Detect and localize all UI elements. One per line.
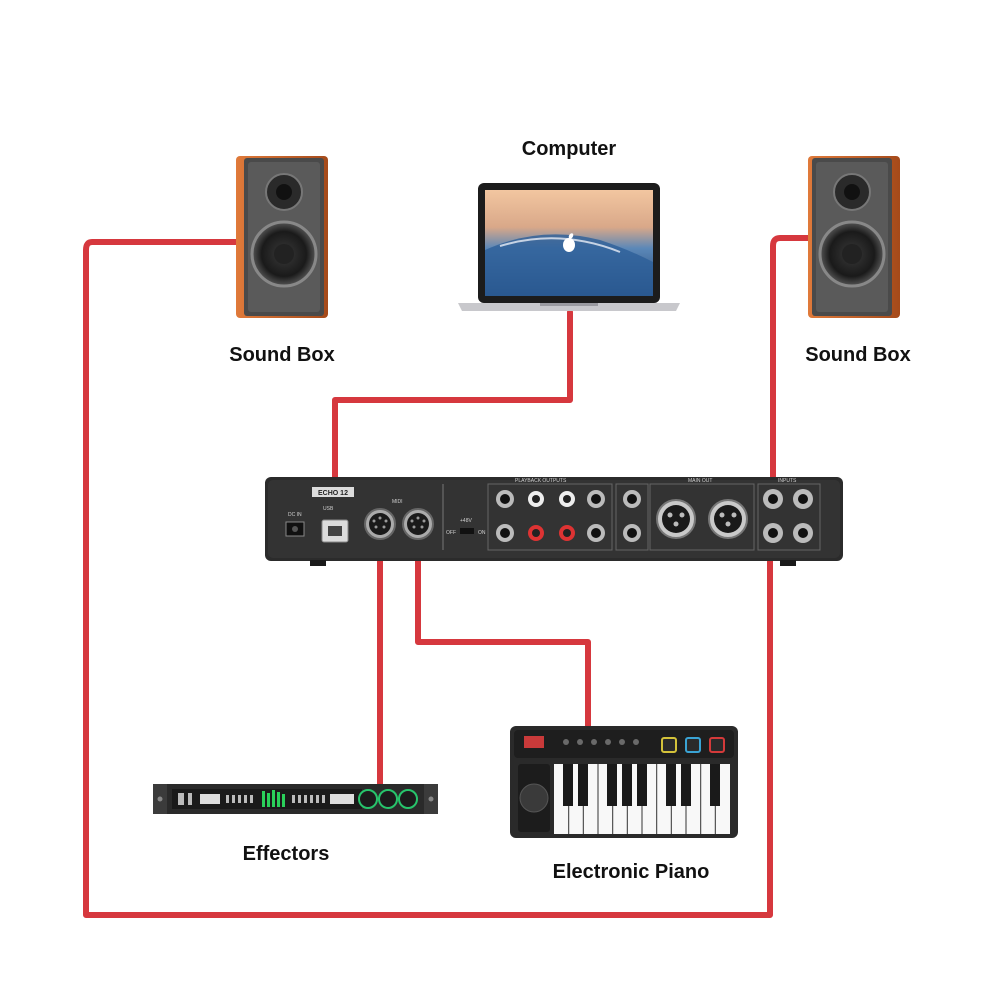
- jack-port-icon: [763, 489, 813, 543]
- playback-outputs-label: PLAYBACK OUTPUTS: [515, 478, 567, 484]
- jack-port-icon: [623, 490, 641, 542]
- audio-interface: ECHO 12 DC IN USB MIDI +48V OFF ON: [265, 477, 843, 566]
- electronic-piano-label: Electronic Piano: [552, 861, 710, 883]
- sound-box-left-label: Sound Box: [229, 344, 335, 366]
- midi-port-icon: [402, 508, 434, 540]
- effectors-label: Effectors: [242, 843, 330, 865]
- off-label: OFF: [446, 530, 456, 536]
- inputs-label: INPUTS: [778, 478, 797, 484]
- drum-pad-icon: [661, 737, 725, 753]
- cable-left-speaker-to-interface: [83, 239, 773, 918]
- sound-box-left: [236, 156, 328, 318]
- cable-midi-to-piano: [415, 532, 591, 733]
- sound-box-right: [808, 156, 900, 318]
- effectors-rack: [153, 784, 438, 814]
- xlr-port-icon: [708, 499, 748, 539]
- cable-right-speaker-to-interface: [770, 235, 818, 495]
- level-meter-icon: [262, 790, 285, 807]
- phantom-switch-icon: [460, 528, 474, 534]
- cables: [83, 235, 818, 918]
- sound-box-right-label: Sound Box: [805, 344, 911, 366]
- electronic-piano: [510, 726, 738, 838]
- apple-logo-icon: [563, 233, 575, 252]
- usb-label: USB: [323, 506, 334, 512]
- computer-label: Computer: [521, 138, 617, 160]
- computer-laptop: [458, 183, 680, 311]
- on-label: ON: [478, 530, 486, 536]
- interface-model-label: ECHO 12: [318, 490, 348, 497]
- rca-port-icon: [528, 491, 575, 541]
- midi-label: MIDI: [392, 499, 403, 505]
- knob-icon: [358, 789, 418, 809]
- midi-port-icon: [364, 508, 396, 540]
- jack-port-icon: [496, 490, 605, 542]
- phantom-label: +48V: [460, 518, 472, 524]
- dc-in-label: DC IN: [288, 512, 302, 518]
- cable-computer-to-usb: [332, 309, 573, 518]
- xlr-port-icon: [656, 499, 696, 539]
- main-out-label: MAIN OUT: [688, 478, 712, 484]
- modulation-wheel-icon: [518, 764, 550, 832]
- piano-keys: [554, 764, 730, 834]
